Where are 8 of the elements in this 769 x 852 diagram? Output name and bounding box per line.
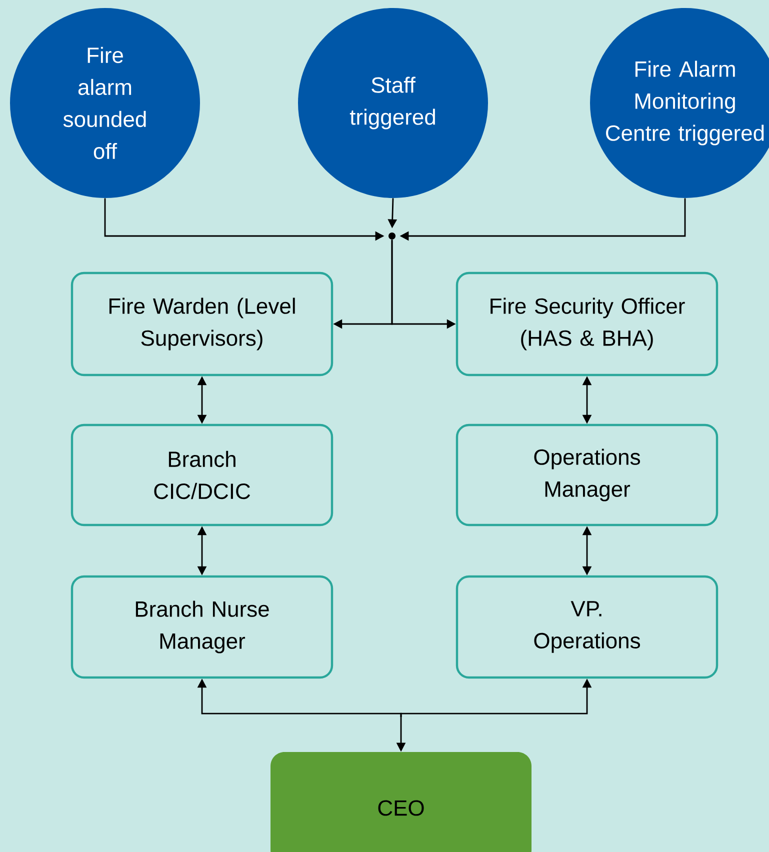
junction-dot (388, 232, 396, 240)
role-box: Fire Security Officer (HAS & BHA) (456, 272, 718, 376)
ceo-box: CEO (270, 752, 532, 852)
role-box: Operations Manager (456, 424, 718, 526)
role-box: Branch Nurse Manager (70, 575, 334, 679)
role-box: VP. Operations (456, 575, 718, 679)
role-box: Branch CIC/DCIC (70, 424, 334, 526)
role-box: Fire Warden (Level Supervisors) (70, 272, 334, 376)
